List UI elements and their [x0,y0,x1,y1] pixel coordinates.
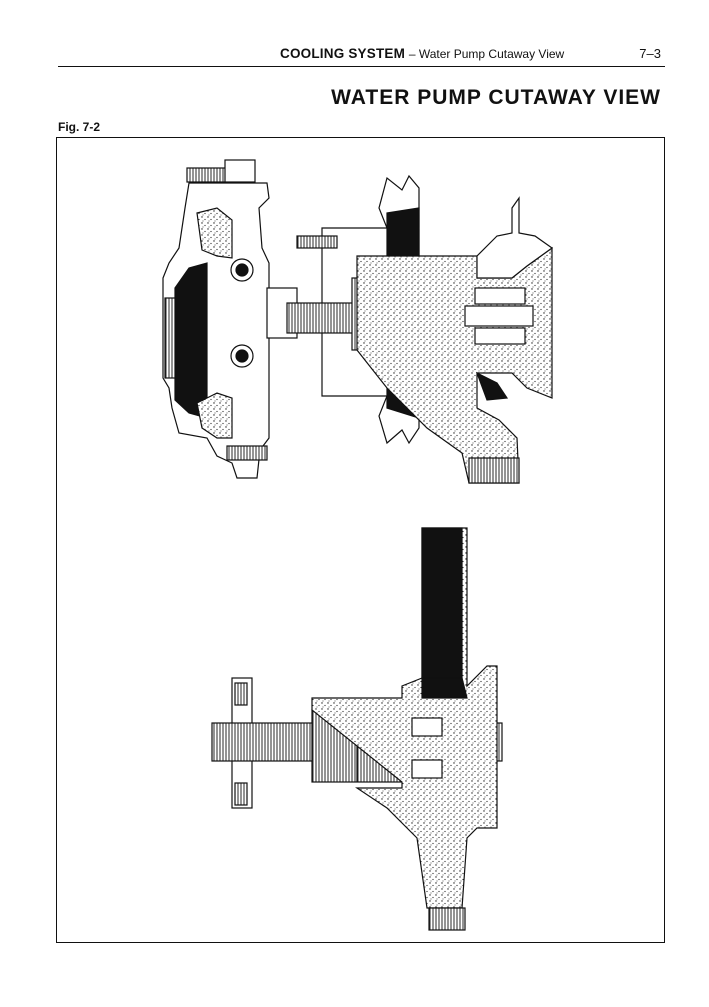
section-subtitle: – Water Pump Cutaway View [408,47,565,61]
page-number: 7–3 [639,46,661,61]
section-title: COOLING SYSTEM [280,46,406,61]
pump-body-lower [311,527,498,909]
section-heading: COOLING SYSTEM – Water Pump Cutaway View [280,46,564,61]
running-header: COOLING SYSTEM – Water Pump Cutaway View… [58,46,665,67]
water-pump-cutaway-illustration [162,159,554,931]
water-pump-assembly [211,527,503,931]
pump-with-fan-clutch [162,159,554,484]
figure-label: Fig. 7-2 [58,120,101,134]
page-title: WATER PUMP CUTAWAY VIEW [331,86,661,109]
figure-frame [56,137,665,943]
pump-body [356,246,553,484]
